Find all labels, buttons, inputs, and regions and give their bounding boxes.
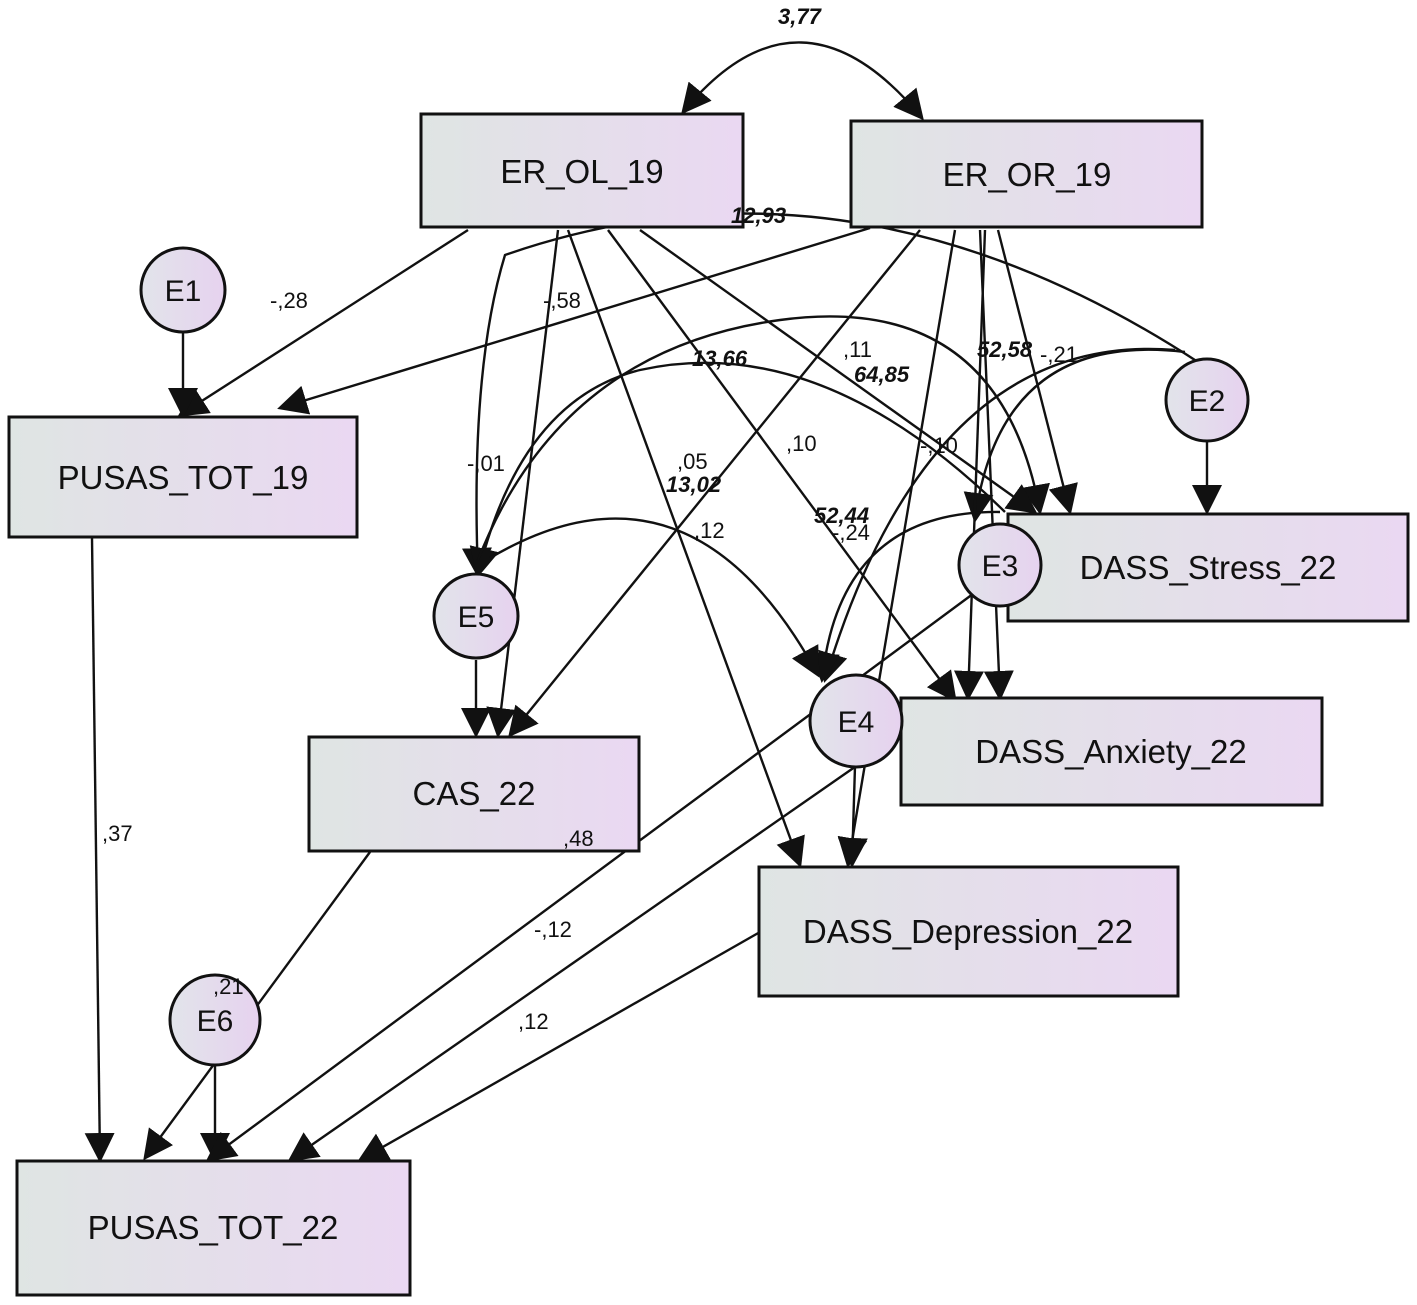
path-or-cas: [508, 229, 921, 738]
coef-ol-dep: ,05: [677, 449, 708, 474]
path-dep-pusas22: [357, 930, 761, 1162]
node-label: PUSAS_TOT_22: [88, 1209, 339, 1246]
error-e4: E4: [808, 673, 904, 769]
cov-e5-e2-mid: [476, 315, 1050, 561]
node-dass-stress-22: DASS_Stress_22: [1006, 512, 1410, 623]
error-e3: E3: [957, 522, 1043, 608]
path-pusas19-pusas22: [84, 537, 115, 1163]
coef-stress-pusas22: -,12: [534, 917, 572, 942]
node-dass-depression-22: DASS_Depression_22: [757, 865, 1180, 998]
error-e1: E1: [139, 246, 227, 334]
cov-e3-e4: [809, 510, 1001, 683]
path-or-stress: [996, 229, 1078, 515]
error-label: E4: [838, 706, 875, 739]
path-ol-cas: [486, 229, 560, 738]
path-ol-anx: [607, 229, 957, 703]
path-anx-pusas22: [287, 761, 863, 1162]
path-ol-pusas19: [177, 228, 469, 417]
cov-ol-or: [681, 41, 924, 121]
coef-ol-cas: -,58: [543, 288, 581, 313]
coef-e5-cas: -,01: [467, 451, 505, 476]
coef-ol-anx: ,10: [786, 431, 817, 456]
cov-e2-e4: [818, 347, 1176, 683]
node-cas-22: CAS_22: [307, 735, 641, 853]
error-label: E6: [197, 1005, 234, 1038]
cov-ol-or-value: 3,77: [778, 4, 823, 29]
coef-ol-pusas19: -,28: [270, 288, 308, 313]
coef-or-anx: ,11: [843, 337, 872, 362]
node-label: CAS_22: [413, 775, 536, 812]
cov-value: 13,66: [692, 346, 748, 371]
error-label: E5: [458, 601, 495, 634]
coef-or-dep: -,24: [832, 520, 870, 545]
cov-e5-e4: [489, 517, 820, 678]
node-dass-anxiety-22: DASS_Anxiety_22: [899, 696, 1324, 807]
coef-anx-pusas22: ,21: [213, 974, 244, 999]
cov-value: 12,93: [731, 203, 786, 228]
node-label: PUSAS_TOT_19: [58, 459, 309, 496]
node-label: DASS_Anxiety_22: [975, 733, 1247, 770]
covariance-arcs: [461, 41, 1199, 683]
node-label: DASS_Depression_22: [803, 913, 1133, 950]
error-label: E1: [165, 275, 202, 308]
node-er-ol-19: ER_OL_19: [419, 112, 745, 229]
path-e4-dep: [837, 765, 868, 868]
error-e6: E6: [168, 973, 262, 1067]
node-label: ER_OL_19: [500, 153, 663, 190]
node-er-or-19: ER_OR_19: [849, 119, 1204, 229]
cov-value: 64,85: [854, 362, 910, 387]
error-e2: E2: [1164, 357, 1250, 443]
cov-value: 52,58: [977, 337, 1033, 362]
node-pusas-tot-22: PUSAS_TOT_22: [15, 1159, 412, 1297]
coef-or-stress: -,21: [1040, 342, 1078, 367]
node-label: ER_OR_19: [943, 156, 1112, 193]
path-or-anx2: [978, 229, 1014, 701]
covariance-estimates: 3,77 12,93 13,66 64,85 52,58 13,02 52,44: [666, 4, 1033, 528]
coef-ol-e4: ,12: [694, 518, 725, 543]
coef-dep-pusas22: ,12: [518, 1009, 549, 1034]
node-pusas-tot-19: PUSAS_TOT_19: [7, 415, 359, 539]
cov-value: 52,44: [814, 503, 869, 528]
cov-value: 13,02: [666, 472, 722, 497]
error-label: E2: [1189, 385, 1226, 418]
error-label: E3: [982, 550, 1019, 583]
coef-ol-stress: -,10: [920, 433, 958, 458]
error-e5: E5: [432, 572, 520, 660]
node-label: DASS_Stress_22: [1080, 549, 1337, 586]
coef-pusas19-pusas22: ,37: [102, 821, 133, 846]
coef-cas-pusas22: ,48: [563, 826, 594, 851]
path-coefficients: -,28 -,58 ,11 -,21 -,10 ,10 ,05 ,12 -,24…: [102, 288, 1078, 1034]
path-ol-dep: [566, 229, 805, 868]
cov-e2-e3: [963, 348, 1186, 523]
cov-e3-e5: [469, 361, 1006, 578]
path-or-pusas19: [277, 226, 871, 415]
